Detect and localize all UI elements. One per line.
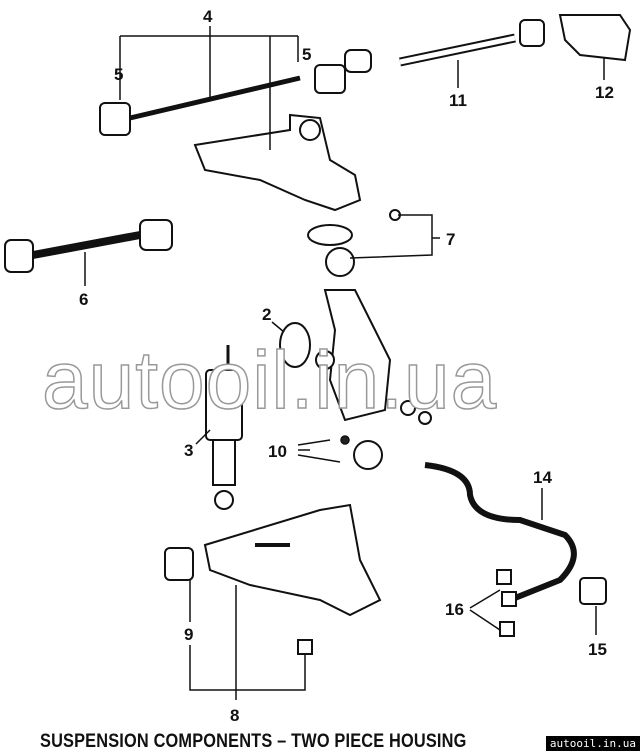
callout-5-right: 5: [302, 45, 311, 64]
watermark-text: autooil.in.ua: [42, 335, 497, 426]
callout-7: 7: [446, 230, 455, 249]
upper-control-arm: [193, 113, 362, 212]
knuckle: [279, 289, 432, 425]
source-badge: autooil.in.ua: [545, 736, 640, 751]
callout-15: 15: [588, 640, 607, 659]
callout-10: 10: [268, 442, 287, 461]
callout-8: 8: [230, 706, 239, 725]
callout-11: 11: [449, 91, 467, 110]
upper-ball-joint: [307, 209, 401, 277]
lower-control-arm: [164, 503, 382, 655]
callout-14: 14: [533, 468, 552, 487]
shaft-6: [4, 219, 173, 273]
callout-3: 3: [184, 441, 193, 460]
diagram-caption: SUSPENSION COMPONENTS – TWO PIECE HOUSIN…: [40, 731, 467, 752]
callout-16: 16: [445, 600, 464, 619]
callout-4: 4: [203, 7, 213, 26]
callout-6: 6: [79, 290, 88, 309]
shaft-11: [344, 14, 632, 73]
callout-5-left: 5: [114, 65, 123, 84]
leader-lines: [84, 26, 605, 700]
callout-12: 12: [595, 83, 614, 102]
callout-9: 9: [184, 625, 193, 644]
lower-ball-joint: [340, 435, 383, 470]
upper-arm-shaft: [99, 64, 346, 136]
shock-absorber: [205, 345, 243, 510]
callout-2: 2: [262, 305, 271, 324]
stabilizer-bar: [424, 462, 607, 637]
